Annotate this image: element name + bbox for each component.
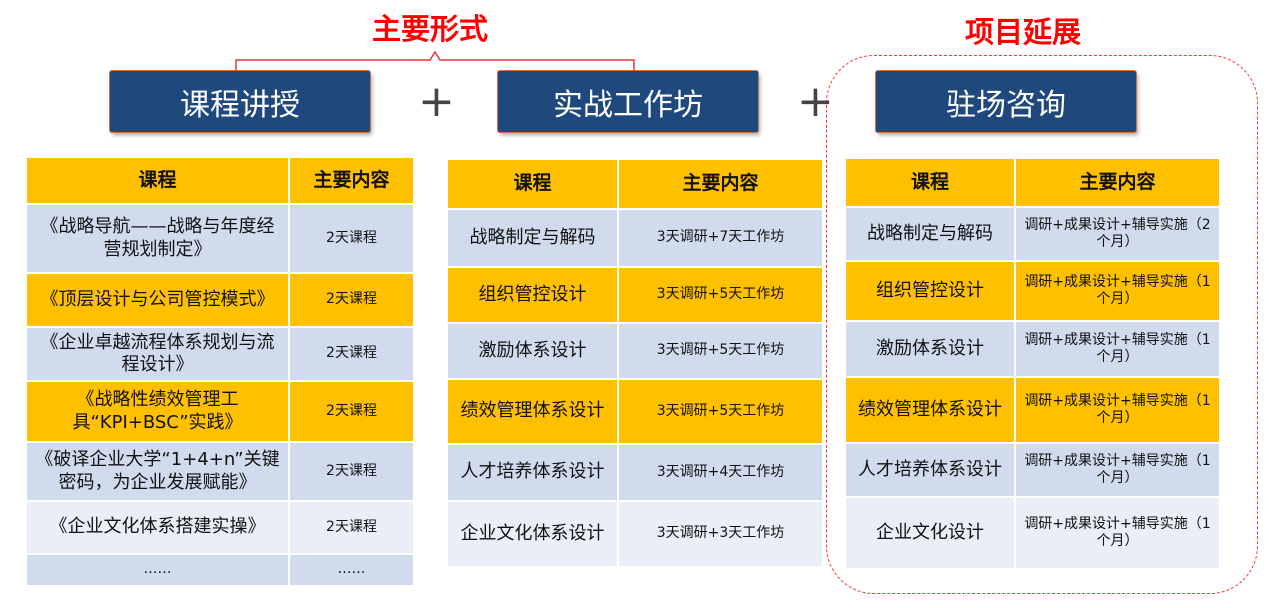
workshop-content: 3天调研+4天工作坊 bbox=[619, 445, 822, 500]
course-content: 2天课程 bbox=[290, 443, 413, 500]
bracket bbox=[235, 50, 635, 70]
header-content: 主要内容 bbox=[619, 160, 822, 208]
workshop-content: 3天调研+3天工作坊 bbox=[619, 502, 822, 566]
workshop-name: 战略制定与解码 bbox=[448, 210, 617, 266]
plus-sign: + bbox=[797, 76, 834, 127]
course-name: 《战略性绩效管理工具“KPI+BSC”实践》 bbox=[27, 382, 288, 441]
consulting-content: 调研+成果设计+辅导实施（1个月） bbox=[1016, 444, 1219, 496]
consulting-content: 调研+成果设计+辅导实施（1个月） bbox=[1016, 322, 1219, 376]
extension-outline bbox=[826, 55, 1258, 594]
header-course: 课程 bbox=[27, 158, 288, 203]
course-content: 2天课程 bbox=[290, 382, 413, 441]
course-content: 2天课程 bbox=[290, 274, 413, 326]
workshop-name: 绩效管理体系设计 bbox=[448, 380, 617, 443]
consulting-name: 人才培养体系设计 bbox=[846, 444, 1014, 496]
course-content: …… bbox=[290, 555, 413, 585]
banner-lecture: 课程讲授 bbox=[110, 71, 370, 132]
course-name: 《企业卓越流程体系规划与流程设计》 bbox=[27, 328, 288, 380]
workshop-name: 组织管控设计 bbox=[448, 268, 617, 322]
consulting-content: 调研+成果设计+辅导实施（1个月） bbox=[1016, 378, 1219, 442]
course-name: 《破译企业大学“1+4+n”关键密码，为企业发展赋能》 bbox=[27, 443, 288, 500]
consulting-content: 调研+成果设计+辅导实施（1个月） bbox=[1016, 498, 1219, 568]
workshop-name: 激励体系设计 bbox=[448, 324, 617, 378]
course-name: 《战略导航——战略与年度经营规划制定》 bbox=[27, 205, 288, 272]
banner-consulting: 驻场咨询 bbox=[876, 71, 1136, 132]
workshop-name: 企业文化体系设计 bbox=[448, 502, 617, 566]
consulting-content: 调研+成果设计+辅导实施（1个月） bbox=[1016, 262, 1219, 320]
header-course: 课程 bbox=[846, 159, 1014, 206]
extension-title: 项目延展 bbox=[965, 15, 1082, 49]
banner-workshop: 实战工作坊 bbox=[498, 71, 758, 132]
course-name: 《企业文化体系搭建实操》 bbox=[27, 502, 288, 553]
workshop-content: 3天调研+5天工作坊 bbox=[619, 268, 822, 322]
workshop-content: 3天调研+7天工作坊 bbox=[619, 210, 822, 266]
consulting-name: 激励体系设计 bbox=[846, 322, 1014, 376]
consulting-table: 课程 主要内容 战略制定与解码调研+成果设计+辅导实施（2个月） 组织管控设计调… bbox=[846, 159, 1219, 568]
main-forms-title: 主要形式 bbox=[372, 12, 489, 46]
consulting-content: 调研+成果设计+辅导实施（2个月） bbox=[1016, 208, 1219, 260]
consulting-name: 企业文化设计 bbox=[846, 498, 1014, 568]
course-content: 2天课程 bbox=[290, 328, 413, 380]
consulting-name: 组织管控设计 bbox=[846, 262, 1014, 320]
consulting-name: 绩效管理体系设计 bbox=[846, 378, 1014, 442]
header-course: 课程 bbox=[448, 160, 617, 208]
header-content: 主要内容 bbox=[290, 158, 413, 203]
workshop-content: 3天调研+5天工作坊 bbox=[619, 380, 822, 443]
course-name: 《顶层设计与公司管控模式》 bbox=[27, 274, 288, 326]
course-content: 2天课程 bbox=[290, 502, 413, 553]
consulting-name: 战略制定与解码 bbox=[846, 208, 1014, 260]
course-name: …… bbox=[27, 555, 288, 585]
workshop-name: 人才培养体系设计 bbox=[448, 445, 617, 500]
course-content: 2天课程 bbox=[290, 205, 413, 272]
plus-sign: + bbox=[418, 76, 455, 127]
course-table: 课程 主要内容 《战略导航——战略与年度经营规划制定》2天课程 《顶层设计与公司… bbox=[27, 158, 413, 585]
header-content: 主要内容 bbox=[1016, 159, 1219, 206]
workshop-content: 3天调研+5天工作坊 bbox=[619, 324, 822, 378]
